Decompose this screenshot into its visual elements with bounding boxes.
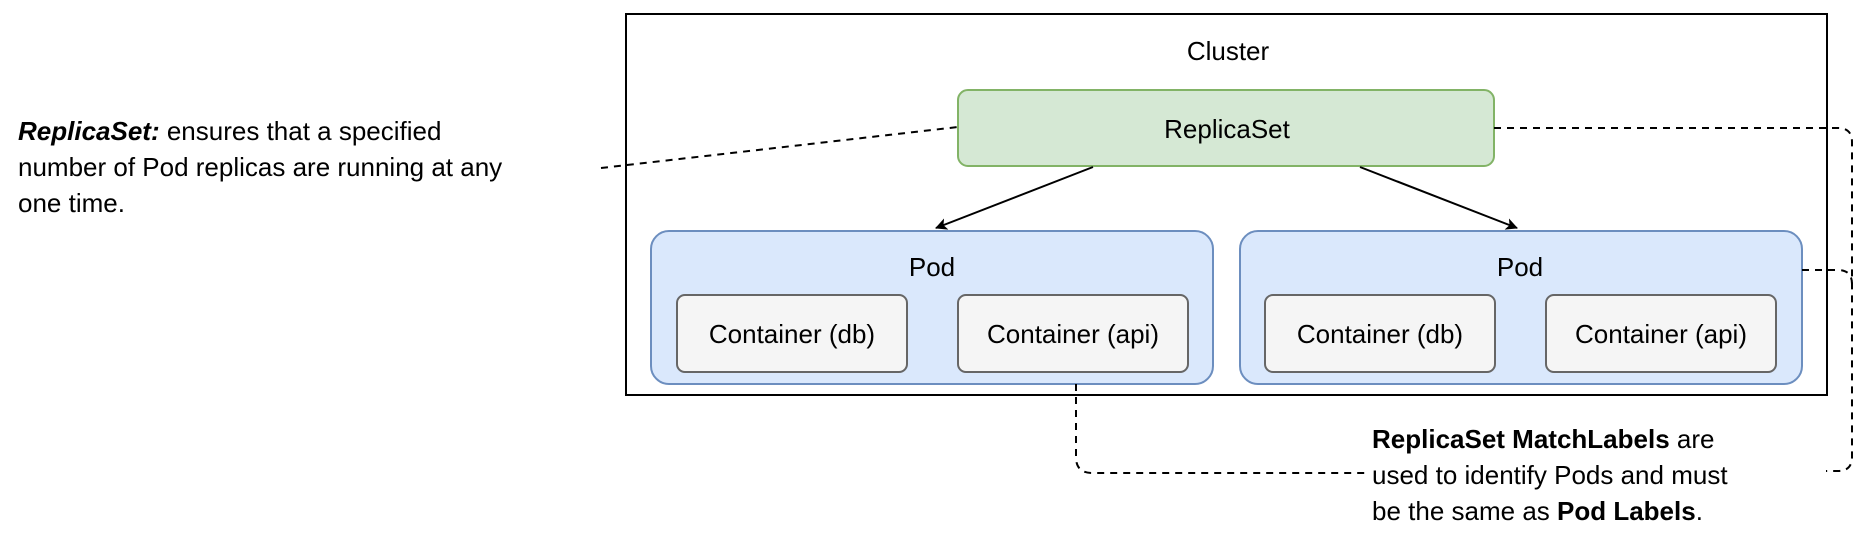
pod-label: Pod: [1497, 252, 1543, 282]
arrow-replicaset-to-pod-1: [935, 166, 1094, 230]
replicaset-note-colon: :: [150, 116, 160, 146]
matchlabels-note-term2: Pod Labels: [1557, 496, 1696, 526]
replicaset-note-line1: ensures that a specified: [159, 116, 442, 146]
replicaset-note-line2: number of Pod replicas are running at an…: [18, 152, 503, 182]
container-label-db: Container (db): [709, 319, 875, 349]
container-label-db: Container (db): [1297, 319, 1463, 349]
replicaset-label: ReplicaSet: [1164, 114, 1291, 144]
container-box-api: [957, 294, 1189, 373]
cluster-label: Cluster: [1187, 36, 1270, 66]
matchlabels-note-term1: ReplicaSet MatchLabels: [1372, 424, 1670, 454]
replicaset-note: ReplicaSet: ensures that a specified numb…: [18, 113, 608, 221]
pod-2: Pod Container (db) Container (api): [1239, 230, 1803, 385]
replicaset-note-term: ReplicaSet: [18, 116, 151, 146]
container-label-api: Container (api): [987, 319, 1159, 349]
matchlabels-note-line3-post: .: [1695, 496, 1703, 526]
dashed-connector-replicaset-to-matchlabels: [1494, 127, 1853, 472]
dashed-connector-replicaset-note: [600, 126, 959, 169]
matchlabels-note-text1: are: [1669, 424, 1715, 454]
replicaset-note-line3: one time.: [18, 188, 125, 218]
dashed-connector-pod-2: [1802, 269, 1853, 285]
dashed-connector-pod-1: [1075, 384, 1370, 474]
arrow-replicaset-to-pod-2: [1359, 166, 1518, 230]
pod-1: Pod Container (db) Container (api): [650, 230, 1214, 385]
container-box-db: [1264, 294, 1496, 373]
matchlabels-note-line3-pre: be the same as: [1372, 496, 1557, 526]
container-box-db: [676, 294, 908, 373]
pod-label: Pod: [909, 252, 955, 282]
matchlabels-note: ReplicaSet MatchLabels are used to identi…: [1372, 421, 1822, 529]
matchlabels-note-line2: used to identify Pods and must: [1372, 460, 1728, 490]
container-label-api: Container (api): [1575, 319, 1747, 349]
container-box-api: [1545, 294, 1777, 373]
